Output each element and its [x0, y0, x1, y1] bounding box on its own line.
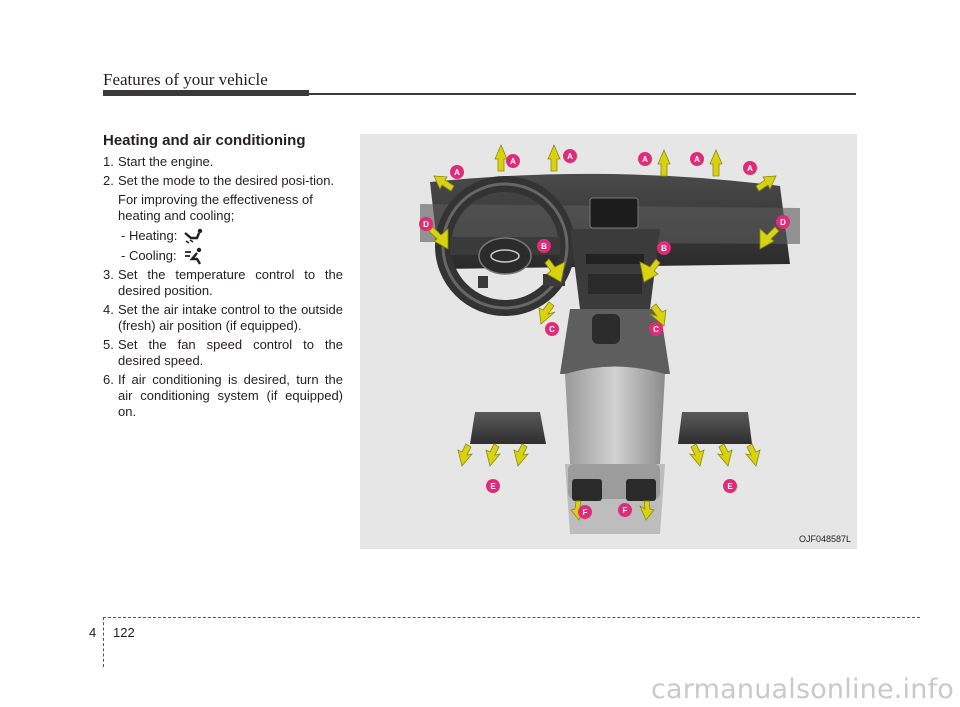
- rear-duct-right: [678, 412, 752, 444]
- vent-badges: A A A A A A B B C C D D E E F F: [419, 149, 790, 519]
- svg-text:D: D: [780, 218, 786, 227]
- rear-vent-right: [626, 479, 656, 501]
- step-number: 6.: [103, 372, 114, 387]
- badge-c2: C: [649, 322, 663, 336]
- step-number: 4.: [103, 302, 114, 317]
- svg-text:C: C: [549, 325, 555, 334]
- badge-c1: C: [545, 322, 559, 336]
- svg-text:A: A: [747, 164, 753, 173]
- dashboard-illustration: A A A A A A B B C C D D E E F F: [419, 143, 800, 534]
- airflow-arrows: [428, 143, 780, 521]
- heating-item: - Heating:: [121, 227, 343, 245]
- badge-d1: D: [419, 217, 433, 231]
- svg-text:C: C: [653, 325, 659, 334]
- svg-text:A: A: [567, 152, 573, 161]
- header-title: Features of your vehicle: [103, 70, 268, 89]
- svg-text:B: B: [541, 242, 547, 251]
- cooling-item: - Cooling:: [121, 247, 343, 265]
- step-number: 5.: [103, 337, 114, 352]
- step-text: Set the temperature control to the desir…: [118, 267, 343, 298]
- watermark: carmanualsonline.info: [651, 674, 954, 705]
- badge-a6: A: [743, 161, 757, 175]
- step-6: 6. If air conditioning is desired, turn …: [103, 372, 343, 420]
- step-note: For improving the effectiveness of heati…: [118, 192, 313, 223]
- mode-face-icon: [184, 247, 201, 265]
- step-text: If air conditioning is desired, turn the…: [118, 372, 343, 419]
- header-rule-thick: [103, 90, 309, 96]
- badge-a4: A: [638, 152, 652, 166]
- svg-text:B: B: [661, 244, 667, 253]
- chapter-number: 4: [89, 625, 97, 640]
- step-2: 2. Set the mode to the desired posi-tion…: [103, 173, 343, 189]
- svg-text:F: F: [583, 508, 588, 517]
- rear-vent-left: [572, 479, 602, 501]
- badge-e2: E: [723, 479, 737, 493]
- step-number: 2.: [103, 173, 114, 188]
- page-number: 122: [113, 625, 135, 640]
- badge-a1: A: [450, 165, 464, 179]
- vent-diagram: A A A A A A B B C C D D E E F F OJF04858…: [360, 134, 857, 549]
- badge-e1: E: [486, 479, 500, 493]
- heating-label: - Heating:: [121, 228, 178, 243]
- svg-text:D: D: [423, 220, 429, 229]
- step-text: Set the mode to the desired posi-tion.: [118, 173, 335, 188]
- step-4: 4. Set the air intake control to the out…: [103, 302, 343, 334]
- svg-text:A: A: [454, 168, 460, 177]
- figure-code: OJF048587L: [798, 534, 851, 544]
- svg-text:E: E: [727, 482, 733, 491]
- rear-duct-left: [470, 412, 546, 444]
- step-text: Set the fan speed control to the desired…: [118, 337, 343, 368]
- step-3: 3. Set the temperature control to the de…: [103, 267, 343, 299]
- badge-b2: B: [657, 241, 671, 255]
- badge-f1: F: [578, 505, 592, 519]
- badge-b1: B: [537, 239, 551, 253]
- section-title: Heating and air conditioning: [103, 132, 306, 149]
- step-1: 1. Start the engine.: [103, 154, 343, 170]
- step-number: 3.: [103, 267, 114, 282]
- badge-f2: F: [618, 503, 632, 517]
- center-console: [565, 366, 665, 464]
- cooling-label: - Cooling:: [121, 248, 177, 263]
- step-text: Start the engine.: [118, 154, 214, 169]
- step-number: 1.: [103, 154, 114, 169]
- badge-a3: A: [563, 149, 577, 163]
- svg-text:E: E: [490, 482, 496, 491]
- header-rule-thin: [309, 93, 856, 95]
- svg-text:A: A: [694, 155, 700, 164]
- badge-a5: A: [690, 152, 704, 166]
- footer-rule: [103, 617, 920, 618]
- badge-a2: A: [506, 154, 520, 168]
- svg-text:A: A: [510, 157, 516, 166]
- display-screen: [589, 197, 639, 229]
- steps-list: 1. Start the engine. 2. Set the mode to …: [103, 154, 343, 423]
- step-5: 5. Set the fan speed control to the desi…: [103, 337, 343, 369]
- step-text: Set the air intake control to the outsid…: [118, 302, 343, 333]
- mode-floor-icon: [184, 228, 203, 244]
- badge-d2: D: [776, 215, 790, 229]
- svg-text:A: A: [642, 155, 648, 164]
- footer-divider: [103, 617, 104, 667]
- svg-text:F: F: [623, 506, 628, 515]
